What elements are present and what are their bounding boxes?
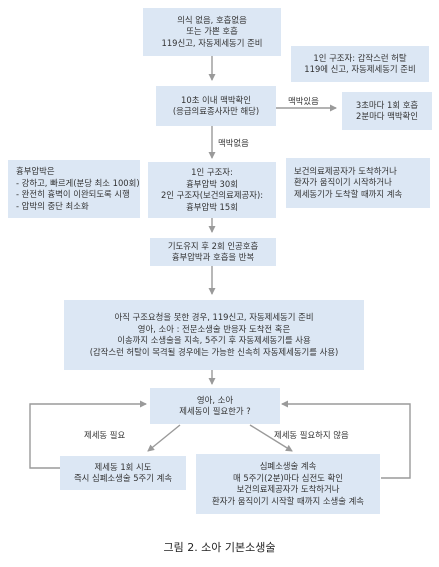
label-pulse-yes: 맥박있음: [288, 96, 319, 106]
rescue-breath-line: 2분마다 맥박확인: [356, 111, 418, 121]
aed-prep-line: 영아, 소아 : 전문소생술 반응자 도착전 혹은: [137, 323, 291, 334]
label-shock-not-needed: 제세동 필요하지 않음: [274, 430, 349, 440]
pulse-check-line: 10초 이내 맥박확인: [181, 94, 251, 105]
box-rescue-breath: 3초마다 1회 호흡 2분마다 맥박확인: [342, 92, 432, 130]
rescue-breath-line: 3초마다 1회 호흡: [355, 99, 419, 110]
continue-note-line: 보건의료제공자가 도착하거나: [294, 165, 397, 176]
figure-caption: 그림 2. 소아 기본소생술: [163, 541, 276, 554]
box-aed-prep: 아직 구조요청을 못한 경우, 119신고, 자동제세동기 준비 영아, 소아 …: [64, 300, 364, 370]
box-unconscious-line: 또는 가쁜 호흡: [186, 26, 238, 37]
single-rescuer-note-line: 119에 신고, 자동제세동기 준비: [304, 64, 416, 74]
no-shock-line: 심폐소생술 계속: [259, 461, 317, 471]
cpr-ratio-line: 2인 구조자(보건의료제공자):: [160, 190, 264, 200]
cpr-ratio-line: 1인 구조자:: [191, 167, 233, 177]
decision-line: 영아, 소아: [196, 394, 234, 405]
box-airway: 기도유지 후 2회 인공호흡 흉부압박과 호흡을 반복: [150, 238, 276, 266]
decision-line: 제세동이 필요한가 ?: [179, 406, 251, 416]
aed-prep-line: (갑작스런 허탈이 목격될 경우에는 가능한 신속히 자동제세동기를 사용): [89, 346, 339, 357]
arrow-decision-to-shock: [147, 424, 181, 452]
continue-note-line: 환자가 움직이기 시작하거나: [294, 177, 392, 188]
no-shock-line: 환자가 움직이기 시작할 때까지 소생술 계속: [212, 495, 364, 506]
box-unconscious-line: 119신고, 자동제세동기 준비: [161, 37, 263, 48]
compression-info-line: - 압박의 중단 최소화: [16, 200, 89, 211]
airway-line: 기도유지 후 2회 인공호흡: [167, 240, 259, 251]
box-compression-info: 흉부압박은 - 강하고, 빠르게(분당 최소 100회) - 완전히 흉벽이 이…: [8, 160, 140, 218]
arrow-no-shock-loop: [281, 400, 411, 479]
box-cpr-ratio: 1인 구조자: 흉부압박 30회 2인 구조자(보건의료제공자): 흉부압박 1…: [148, 162, 276, 218]
label-shock-needed: 제세동 필요: [84, 430, 126, 440]
compression-info-line: 흉부압박은: [16, 166, 55, 176]
shock-line: 즉시 심폐소생술 5주기 계속: [73, 473, 173, 483]
box-continue-note: 보건의료제공자가 도착하거나 환자가 움직이기 시작하거나 제세동기가 도착할 …: [286, 158, 430, 208]
arrow-shock-loop: [29, 400, 147, 469]
pulse-check-line: (응급의료종사자만 해당): [172, 106, 260, 116]
box-pulse-check: 10초 이내 맥박확인 (응급의료종사자만 해당): [156, 86, 276, 126]
single-rescuer-note-line: 1인 구조자: 갑작스런 허탈: [313, 52, 407, 63]
airway-line: 흉부압박과 호흡을 반복: [171, 252, 255, 262]
aed-prep-line: 이송까지 소생술을 지속, 5주기 후 자동제세동기를 사용: [117, 335, 311, 345]
shock-line: 제세동 1회 시도: [94, 461, 152, 472]
box-unconscious-line: 의식 없음, 호흡없음: [177, 14, 247, 25]
cpr-ratio-line: 흉부압박 15회: [186, 201, 238, 212]
box-single-rescuer-note: 1인 구조자: 갑작스런 허탈 119에 신고, 자동제세동기 준비: [291, 46, 429, 82]
no-shock-line: 매 5주기(2분)마다 심전도 확인: [233, 472, 343, 483]
compression-info-line: - 완전히 흉벽이 이완되도록 시행: [16, 189, 130, 199]
cpr-ratio-line: 흉부압박 30회: [186, 178, 238, 189]
box-unconscious: 의식 없음, 호흡없음 또는 가쁜 호흡 119신고, 자동제세동기 준비: [143, 8, 281, 56]
box-decision: 영아, 소아 제세동이 필요한가 ?: [150, 388, 280, 424]
label-pulse-no: 맥박없음: [218, 138, 249, 148]
aed-prep-line: 아직 구조요청을 못한 경우, 119신고, 자동제세동기 준비: [114, 312, 314, 322]
continue-note-line: 제세동기가 도착할 때까지 계속: [294, 188, 403, 199]
arrow-decision-to-no-shock: [249, 424, 293, 452]
box-no-shock: 심폐소생술 계속 매 5주기(2분)마다 심전도 확인 보건의료제공자가 도착하…: [196, 454, 380, 514]
box-shock: 제세동 1회 시도 즉시 심폐소생술 5주기 계속: [60, 456, 186, 490]
compression-info-line: - 강하고, 빠르게(분당 최소 100회): [16, 177, 140, 188]
no-shock-line: 보건의료제공자가 도착하거나: [236, 484, 340, 494]
